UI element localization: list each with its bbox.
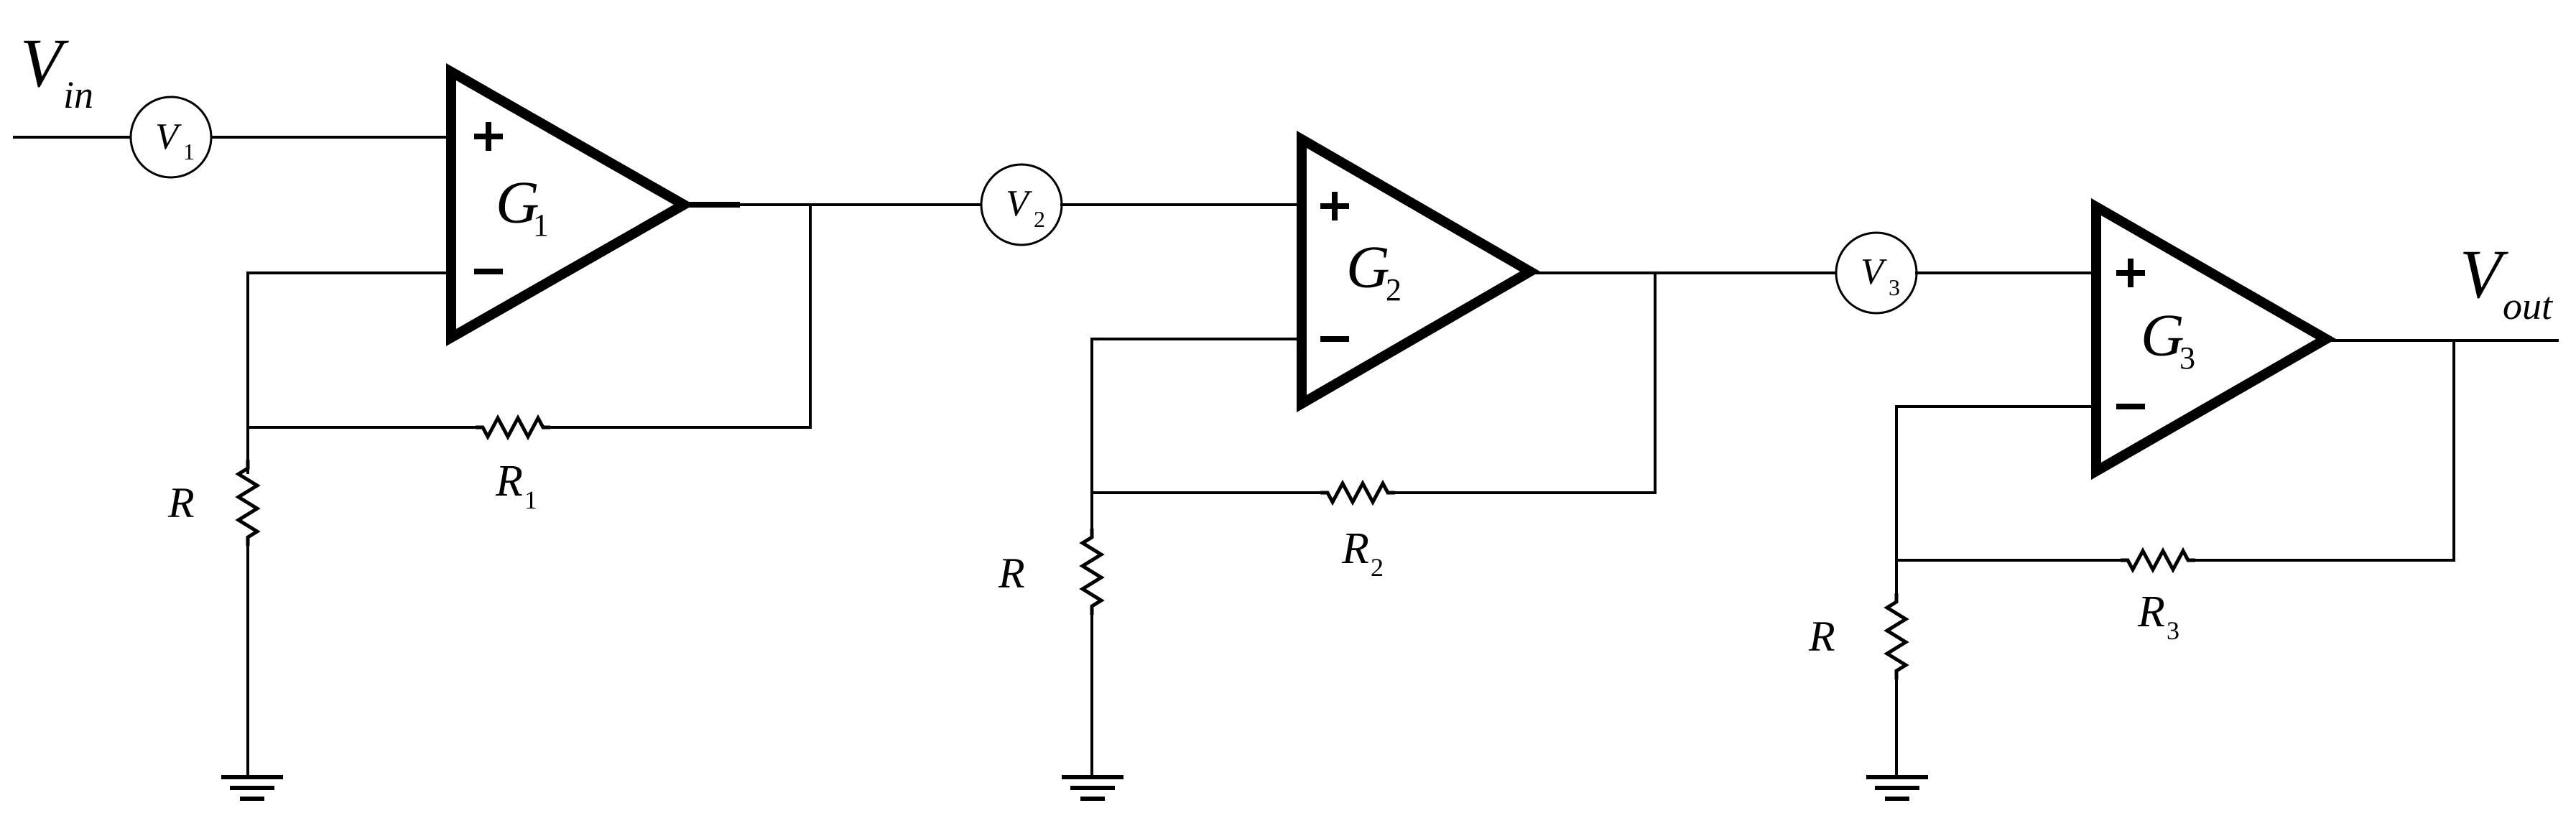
inverting-input-wire: [1895, 405, 2098, 599]
plus-sign: [2116, 259, 2145, 287]
meter-subscript: 2: [1034, 206, 1045, 232]
plus-sign: [1320, 192, 1349, 220]
gain-label: G: [496, 170, 539, 236]
resistor-r-label: R: [998, 549, 1025, 597]
ground-icon: [1866, 775, 1928, 801]
inverting-input-wire: [246, 271, 453, 474]
plus-sign: [474, 122, 503, 151]
meter-subscript: 3: [1889, 274, 1900, 300]
resistor-label: R: [495, 457, 523, 506]
meter-label: V: [155, 116, 182, 157]
gain-subscript: 2: [1386, 272, 1401, 307]
ground-icon: [1062, 775, 1123, 801]
resistor-subscript: 1: [524, 486, 537, 514]
op-amp-g2: [1297, 130, 1540, 413]
voltmeter-v1: [129, 96, 213, 179]
gain-label: G: [2141, 302, 2184, 369]
output-label: V out: [2460, 236, 2554, 328]
feedback-wire: [1394, 271, 1657, 494]
resistor-r-ground: [1079, 529, 1105, 615]
feedback-wire: [2194, 339, 2455, 562]
svg-text:out: out: [2503, 284, 2554, 328]
resistor-r-label: R: [167, 479, 195, 526]
meter-subscript: 1: [183, 139, 195, 164]
resistor-r-label: R: [1808, 613, 1835, 660]
resistor-r2: [1320, 479, 1395, 506]
ground-icon: [221, 775, 283, 801]
meter-label: V: [1006, 183, 1032, 224]
stage-2: V 2 G 2 R 2 R: [980, 130, 1837, 801]
resistor-label: R: [2137, 588, 2165, 636]
gain-label: G: [1346, 234, 1390, 301]
svg-text:in: in: [63, 73, 93, 116]
resistor-r-ground: [1884, 593, 1909, 679]
feedback-wire: [549, 203, 812, 429]
resistor-r1: [476, 414, 550, 441]
resistor-subscript: 2: [1371, 553, 1384, 582]
meter-label: V: [1861, 251, 1887, 292]
stage-3: V 3 G 3 R 3 R: [1808, 198, 2559, 801]
inverting-input-wire: [1090, 338, 1303, 533]
op-amp-g1: [446, 62, 695, 347]
gain-subscript: 3: [2179, 340, 2195, 376]
resistor-subscript: 3: [2167, 616, 2179, 645]
resistor-label: R: [1341, 524, 1369, 573]
op-amp-g3: [2091, 198, 2337, 481]
resistor-r3: [2121, 547, 2195, 574]
svg-text:V: V: [20, 24, 69, 101]
resistor-r-ground: [235, 460, 261, 546]
input-label: V in: [20, 24, 93, 116]
gain-subscript: 1: [533, 208, 549, 243]
svg-text:V: V: [2460, 236, 2508, 312]
stage-1: V 1 G 1 R 1 R: [13, 62, 982, 801]
